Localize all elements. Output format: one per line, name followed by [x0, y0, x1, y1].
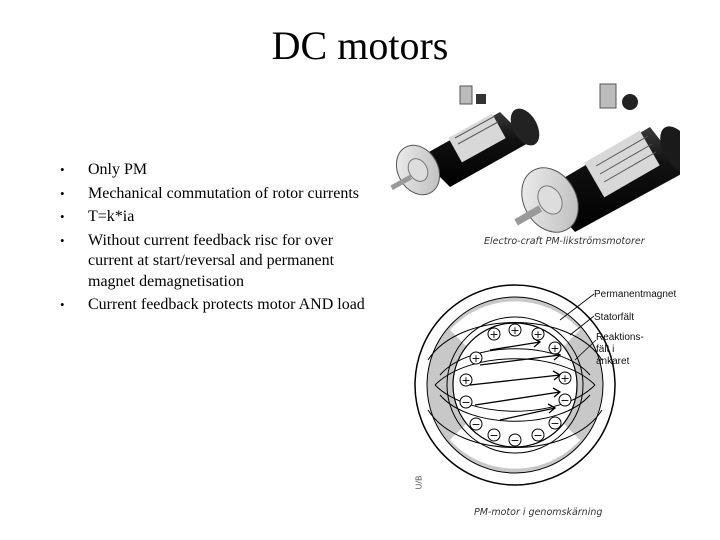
label-reaction-field: Reaktions- — [596, 332, 644, 343]
svg-text:+: + — [560, 372, 569, 385]
svg-text:+: + — [510, 324, 519, 337]
motor-small — [390, 85, 540, 196]
diagram-caption: PM-motor i genomskärning — [474, 507, 603, 518]
svg-text:+: + — [471, 352, 480, 365]
bullet-dot: • — [60, 297, 65, 312]
svg-text:−: − — [489, 429, 498, 442]
bullet-text: Without current feedback risc for over c… — [88, 231, 335, 290]
label-reaction-field: fält i — [596, 344, 615, 355]
svg-text:+: + — [489, 328, 498, 341]
label-stator-field: Statorfält — [594, 312, 635, 323]
label-permanent-magnet: Permanentmagnet — [594, 289, 677, 300]
minus-marks: − − − − − − − — [459, 393, 572, 447]
bullet-item: • Without current feedback risc for over… — [60, 231, 370, 293]
bullet-dot: • — [60, 232, 65, 248]
svg-text:+: + — [461, 374, 470, 387]
svg-text:−: − — [533, 429, 542, 442]
svg-text:+: + — [533, 328, 542, 341]
bullet-list: • Only PM • Mechanical commutation of ro… — [60, 160, 370, 319]
svg-text:−: − — [510, 434, 519, 447]
bullet-dot: • — [60, 185, 65, 201]
svg-text:−: − — [560, 394, 569, 407]
bullet-text: Current feedback protects motor AND load — [88, 296, 365, 313]
svg-text:−: − — [461, 396, 470, 409]
motor-large — [514, 83, 680, 233]
bullet-item: • T=k*ia — [60, 207, 370, 228]
photo-caption: Electro-craft PM-likströmsmotorer — [484, 236, 645, 247]
side-mark: U/B — [414, 475, 424, 490]
bullet-item: • Current feedback protects motor AND lo… — [60, 295, 370, 316]
label-reaction-field: ankaret — [596, 356, 630, 367]
bullet-item: • Only PM — [60, 160, 370, 181]
bullet-dot: • — [60, 209, 65, 224]
bullet-text: Mechanical commutation of rotor currents — [88, 184, 360, 202]
svg-text:−: − — [471, 418, 480, 431]
svg-text:+: + — [550, 342, 559, 355]
svg-text:−: − — [550, 417, 559, 430]
slide-title: DC motors — [271, 23, 449, 68]
bullet-dot: • — [60, 162, 65, 177]
motor-cross-section-diagram: + + + + + + + − − − − − − − — [414, 284, 616, 486]
bullet-text: Only PM — [88, 161, 148, 178]
bullet-text: T=k*ia — [88, 208, 135, 225]
plus-marks: + + + + + + + — [459, 323, 572, 387]
motors-photo — [390, 83, 680, 233]
bullet-item: • Mechanical commutation of rotor curren… — [60, 184, 370, 205]
